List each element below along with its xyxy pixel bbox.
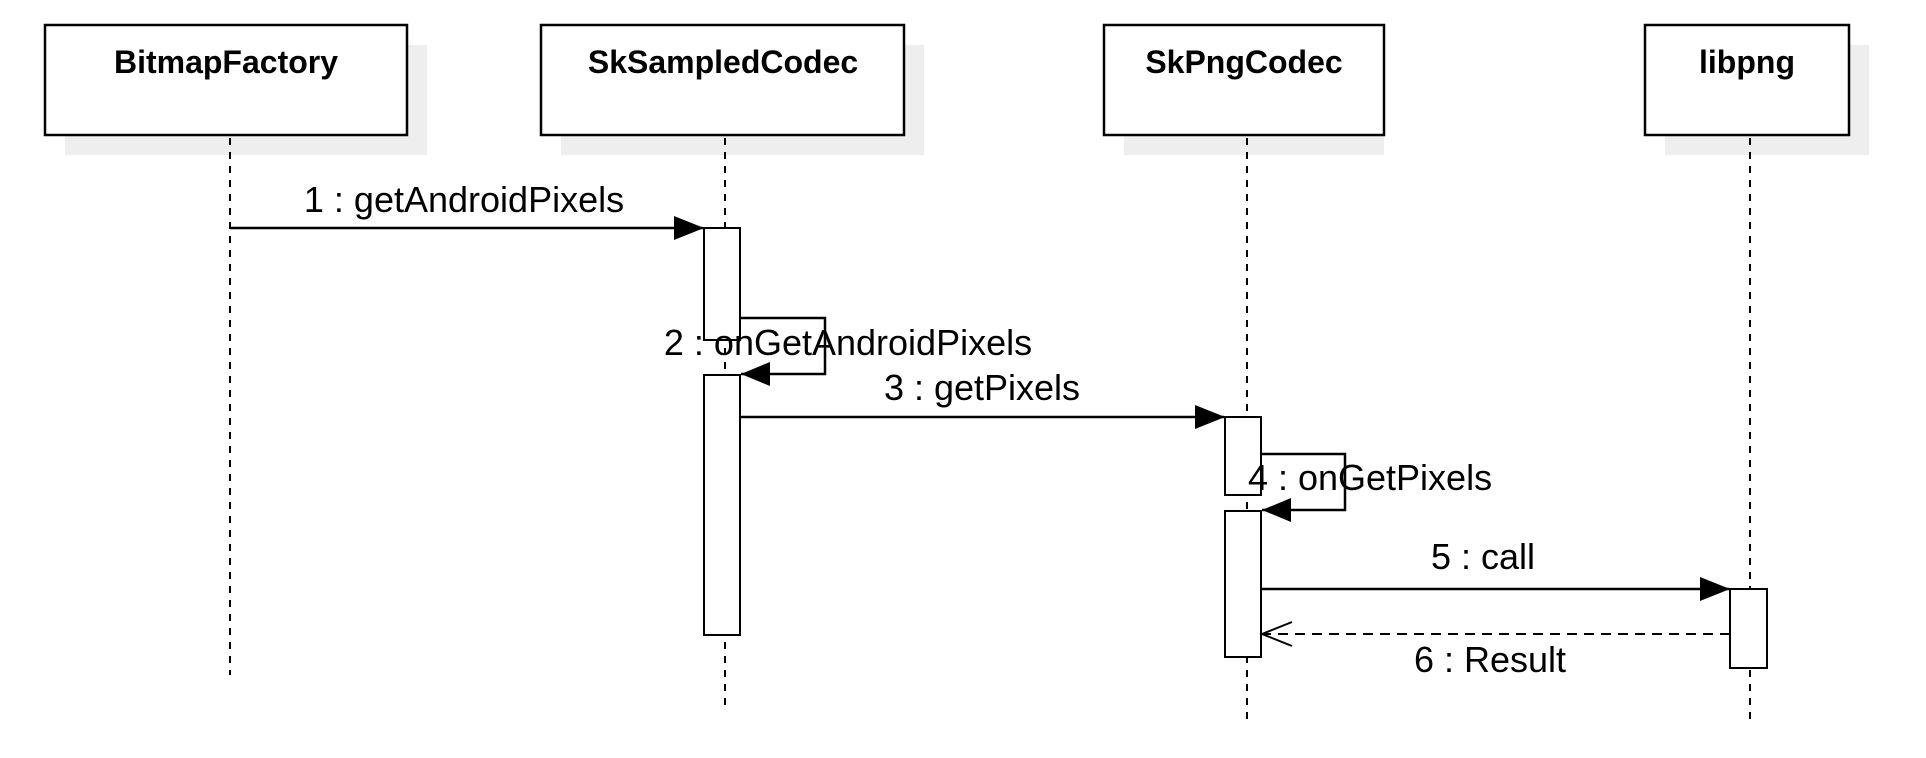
participant-sksampledcodec[interactable]: SkSampledCodec — [539, 23, 924, 155]
message-4[interactable]: 4 : onGetPixels — [1248, 452, 1492, 522]
participant-skpngcodec[interactable]: SkPngCodec — [1102, 23, 1386, 155]
message-6[interactable]: 6 : Result — [1259, 621, 1730, 680]
message-label: 5 : call — [1431, 536, 1535, 577]
message-5[interactable]: 5 : call — [1261, 536, 1730, 601]
participant-label: BitmapFactory — [114, 44, 338, 80]
arrowhead-filled — [1700, 577, 1730, 601]
participant-box — [1102, 23, 1386, 137]
message-label: 2 : onGetAndroidPixels — [664, 322, 1032, 363]
participant-libpng[interactable]: libpng — [1643, 23, 1869, 155]
message-3[interactable]: 3 : getPixels — [740, 367, 1225, 429]
participant-label: SkSampledCodec — [588, 44, 858, 80]
self-call-loop — [1261, 452, 1347, 512]
arrowhead-open — [1259, 621, 1293, 647]
message-label: 1 : getAndroidPixels — [304, 179, 624, 220]
arrowhead-filled — [1195, 405, 1225, 429]
participant-box — [1643, 23, 1851, 137]
message-label: 4 : onGetPixels — [1248, 457, 1492, 498]
message-label: 6 : Result — [1414, 639, 1566, 680]
message-2[interactable]: 2 : onGetAndroidPixels — [664, 316, 1032, 386]
participant-box — [43, 23, 409, 137]
activation-bar — [703, 227, 741, 341]
participant-label: libpng — [1699, 44, 1795, 80]
message-1[interactable]: 1 : getAndroidPixels — [230, 179, 704, 240]
participant-box — [539, 23, 906, 137]
self-call-loop — [740, 316, 827, 376]
activation-bar — [1224, 416, 1262, 496]
arrowhead-filled — [741, 362, 770, 386]
arrowhead-filled — [1262, 498, 1291, 522]
participant-label: SkPngCodec — [1145, 44, 1342, 80]
arrowhead-filled — [674, 216, 704, 240]
activation-bar — [1729, 588, 1768, 669]
participant-bitmapfactory[interactable]: BitmapFactory — [43, 23, 427, 155]
message-label: 3 : getPixels — [884, 367, 1080, 408]
activation-bar — [1224, 510, 1262, 658]
activation-bar — [703, 374, 741, 636]
